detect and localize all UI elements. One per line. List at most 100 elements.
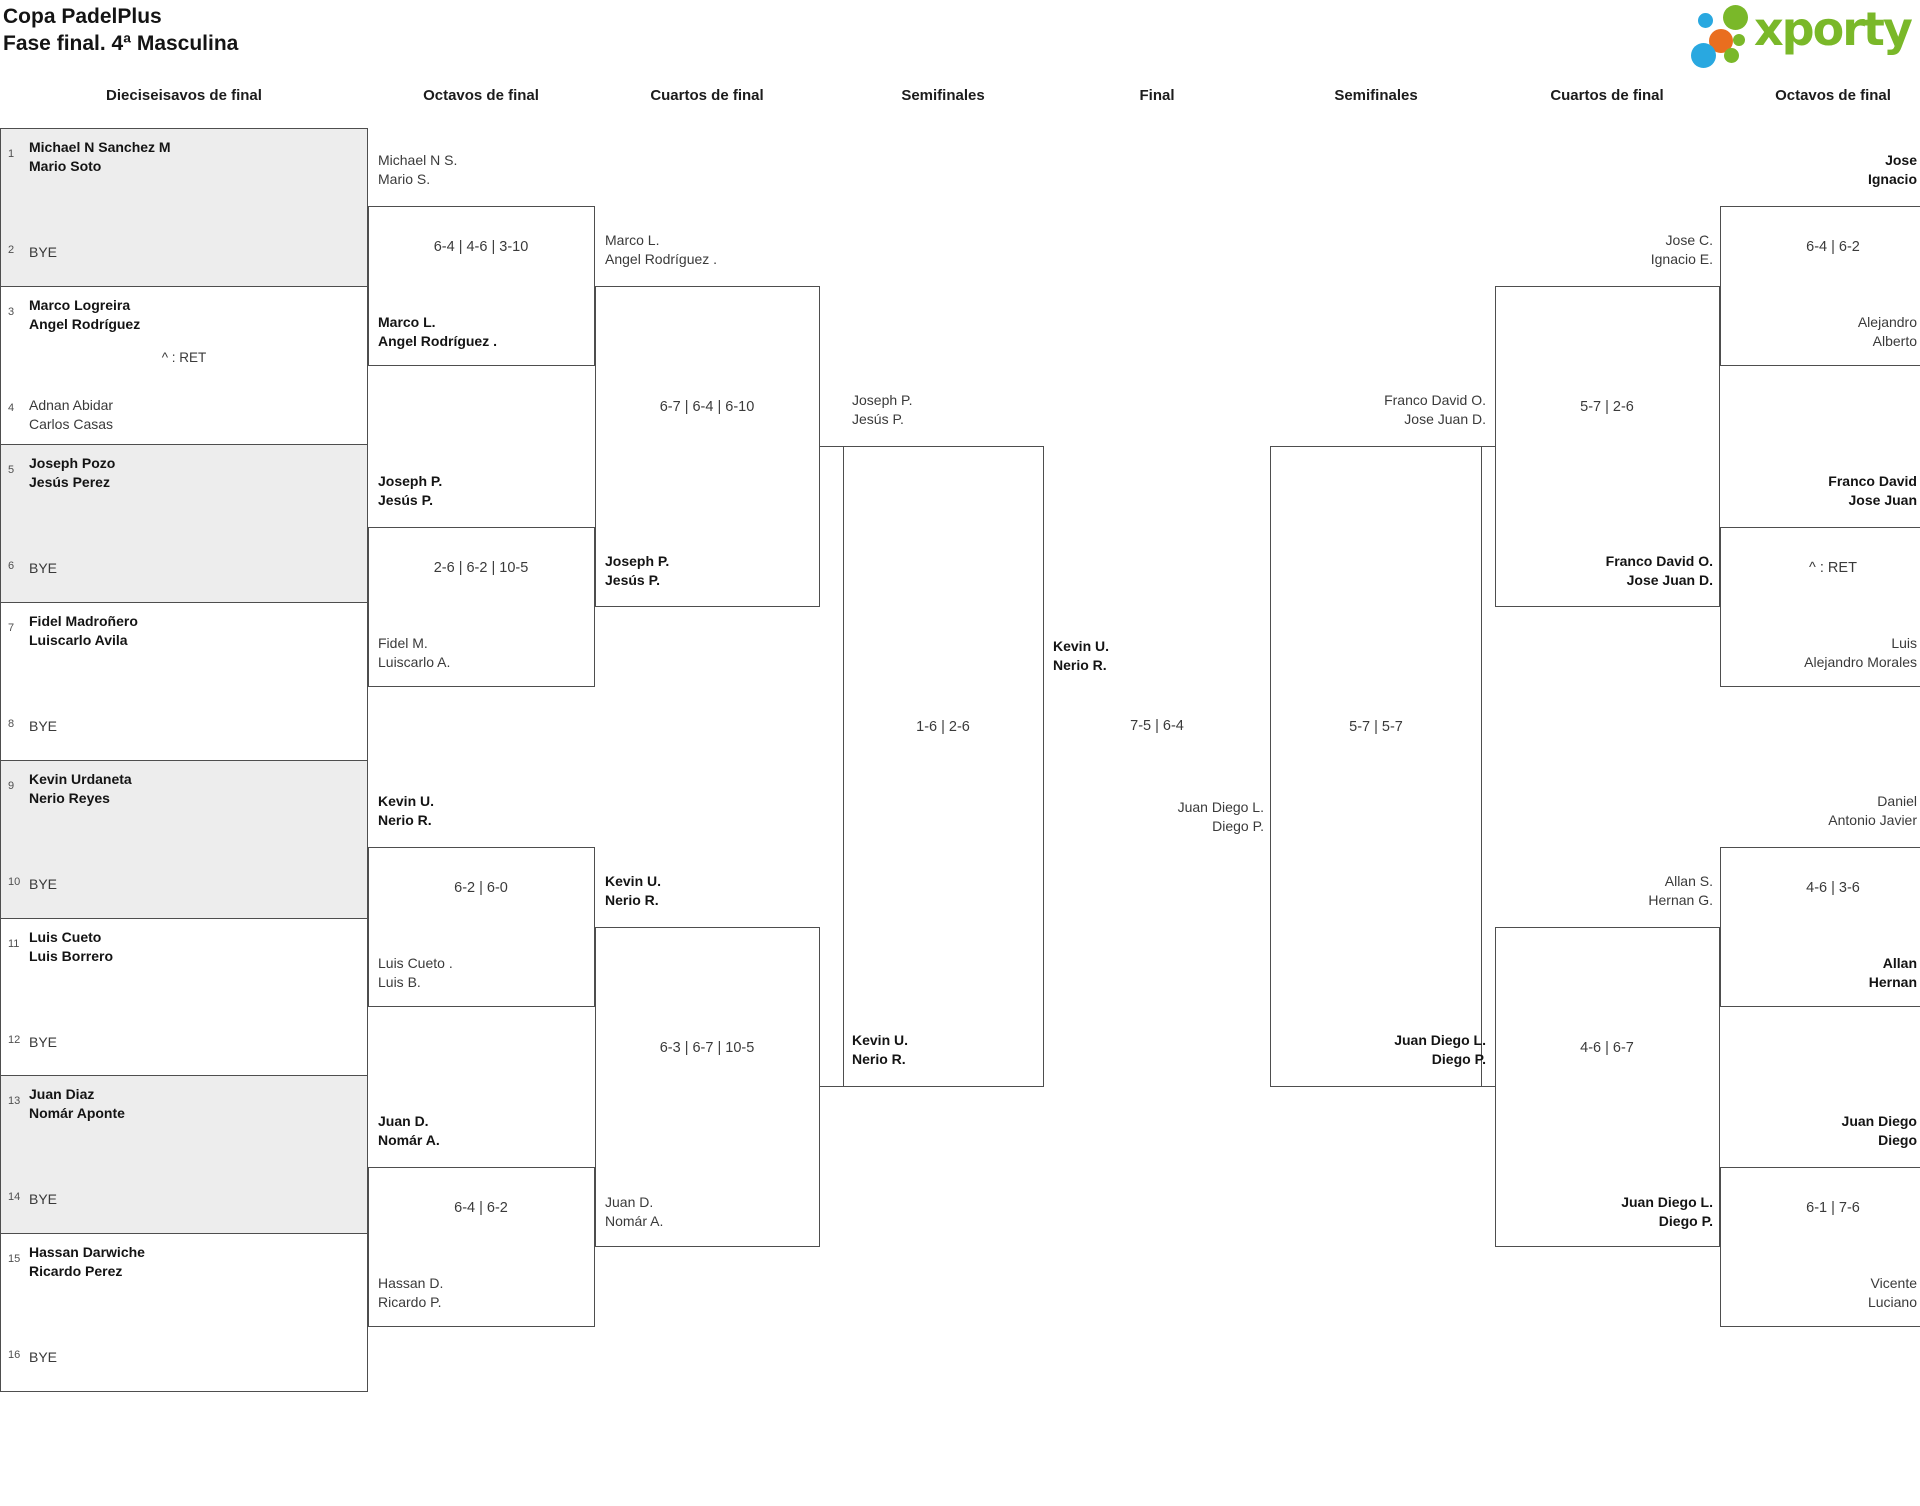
team-name: BYE bbox=[29, 560, 58, 576]
round-header-semifinales-left: Semifinales bbox=[901, 87, 985, 104]
team-name: BYE bbox=[29, 876, 58, 892]
match-score: 1-6 | 2-6 bbox=[916, 719, 970, 735]
team-name: Juan D.Nomár A. bbox=[378, 1113, 440, 1148]
r32-match-5[interactable] bbox=[0, 760, 368, 919]
team-name: Kevin U.Nerio R. bbox=[605, 873, 662, 908]
match-box-octavos-left-2[interactable] bbox=[368, 527, 595, 687]
match-score: 5-7 | 5-7 bbox=[1349, 719, 1403, 735]
match-score: 6-4 | 4-6 | 3-10 bbox=[433, 239, 529, 255]
team-name: Joseph P.Jesús P. bbox=[378, 473, 443, 508]
round-header-octavos-left: Octavos de final bbox=[423, 87, 539, 104]
connector-line-4 bbox=[1481, 1086, 1496, 1087]
round-header-final: Final bbox=[1139, 87, 1175, 104]
match-box-semifinal-left[interactable] bbox=[843, 446, 1044, 1087]
team-name: Kevin U.Nerio R. bbox=[378, 793, 435, 828]
match-box-cuartos-left-1[interactable] bbox=[595, 286, 820, 607]
seed-number: 9 bbox=[8, 780, 15, 792]
match-score: 4-6 | 6-7 bbox=[1580, 1040, 1634, 1056]
round-header-octavos-right: Octavos de final bbox=[1775, 87, 1891, 104]
seed-number: 3 bbox=[8, 306, 15, 318]
match-box-octavos-left-4[interactable] bbox=[368, 1167, 595, 1327]
logo-dot-blue-large-icon bbox=[1691, 43, 1716, 68]
logo-dot-green-small-icon bbox=[1724, 48, 1739, 63]
round-header-dieciseisavos: Dieciseisavos de final bbox=[106, 87, 262, 104]
match-box-octavos-left-3[interactable] bbox=[368, 847, 595, 1007]
match-box-cuartos-left-2[interactable] bbox=[595, 927, 820, 1247]
match-score: 6-2 | 6-0 bbox=[454, 880, 508, 896]
seed-number: 14 bbox=[8, 1191, 21, 1203]
seed-number: 10 bbox=[8, 876, 21, 888]
team-name: Kevin U.Nerio R. bbox=[1053, 638, 1110, 673]
r32-match-1[interactable] bbox=[0, 128, 368, 287]
match-box-semifinal-right[interactable] bbox=[1270, 446, 1482, 1087]
seed-number: 2 bbox=[8, 244, 15, 256]
page-title: Copa PadelPlus Fase final. 4ª Masculina bbox=[3, 3, 238, 57]
phase-name: Fase final. 4ª Masculina bbox=[3, 32, 239, 55]
seed-number: 13 bbox=[8, 1095, 21, 1107]
tournament-name: Copa PadelPlus bbox=[3, 5, 162, 28]
match-score: 2-6 | 6-2 | 10-5 bbox=[433, 560, 529, 576]
team-name: Michael N S.Mario S. bbox=[378, 152, 458, 187]
xporty-logo[interactable]: xporty bbox=[1688, 2, 1920, 70]
match-score: 6-1 | 7-6 bbox=[1806, 1200, 1860, 1216]
seed-number: 8 bbox=[8, 718, 15, 730]
team-name: Jose C.Ignacio E. bbox=[1650, 232, 1713, 267]
match-score: 5-7 | 2-6 bbox=[1580, 399, 1634, 415]
team-name: Juan Diego L.Diego P. bbox=[1177, 799, 1264, 834]
match-box-octavos-right-3[interactable] bbox=[1720, 847, 1920, 1007]
logo-wordmark: xporty bbox=[1754, 2, 1913, 56]
team-name: BYE bbox=[29, 1349, 58, 1365]
connector-line-1 bbox=[820, 446, 844, 447]
match-score: 6-4 | 6-2 bbox=[1806, 239, 1860, 255]
team-name: Juan Diego L.Diego P. bbox=[1394, 1032, 1486, 1067]
connector-line-2 bbox=[820, 1086, 844, 1087]
team-name: Marco L.Angel Rodríguez . bbox=[378, 314, 497, 349]
team-name: Franco David O.Jose Juan D. bbox=[1384, 392, 1486, 427]
final-score: 7-5 | 6-4 bbox=[1130, 718, 1184, 734]
match-box-octavos-right-4[interactable] bbox=[1720, 1167, 1920, 1327]
match-box-octavos-left-1[interactable] bbox=[368, 206, 595, 366]
r32-match-8[interactable] bbox=[0, 1233, 368, 1392]
team-name: Fidel M.Luiscarlo A. bbox=[378, 635, 451, 670]
r32-match-7[interactable] bbox=[0, 1075, 368, 1234]
logo-dot-blue-small-icon bbox=[1698, 13, 1713, 28]
seed-number: 16 bbox=[8, 1349, 21, 1361]
team-name: Hassan D.Ricardo P. bbox=[378, 1275, 444, 1310]
seed-number: 12 bbox=[8, 1034, 21, 1046]
match-box-octavos-right-2[interactable] bbox=[1720, 527, 1920, 687]
team-name: Juan D.Nomár A. bbox=[605, 1194, 664, 1229]
match-box-cuartos-right-2[interactable] bbox=[1495, 927, 1720, 1247]
match-score: 6-3 | 6-7 | 10-5 bbox=[659, 1040, 755, 1056]
team-name: Luis Cueto .Luis B. bbox=[378, 955, 453, 990]
ret-note: ^ : RET bbox=[161, 350, 207, 365]
team-name: Marco L.Angel Rodríguez . bbox=[605, 232, 718, 267]
logo-dot-green-large-icon bbox=[1723, 5, 1748, 30]
logo-dot-green-tiny-icon bbox=[1733, 34, 1745, 46]
match-score: 4-6 | 3-6 bbox=[1806, 880, 1860, 896]
team-name: Juan Diego L.Diego P. bbox=[1621, 1194, 1713, 1229]
team-name: Franco David O.Jose Juan D. bbox=[1605, 553, 1713, 588]
round-header-cuartos-left: Cuartos de final bbox=[650, 87, 764, 104]
match-score: ^ : RET bbox=[1809, 560, 1857, 576]
team-name: Kevin U.Nerio R. bbox=[852, 1032, 909, 1067]
seed-number: 11 bbox=[8, 938, 20, 950]
match-box-octavos-right-1[interactable] bbox=[1720, 206, 1920, 366]
match-score: 6-7 | 6-4 | 6-10 bbox=[659, 399, 755, 415]
round-header-semifinales-right: Semifinales bbox=[1334, 87, 1418, 104]
team-name: BYE bbox=[29, 718, 58, 734]
seed-number: 6 bbox=[8, 560, 15, 572]
team-name: BYE bbox=[29, 1034, 58, 1050]
seed-number: 5 bbox=[8, 464, 15, 476]
